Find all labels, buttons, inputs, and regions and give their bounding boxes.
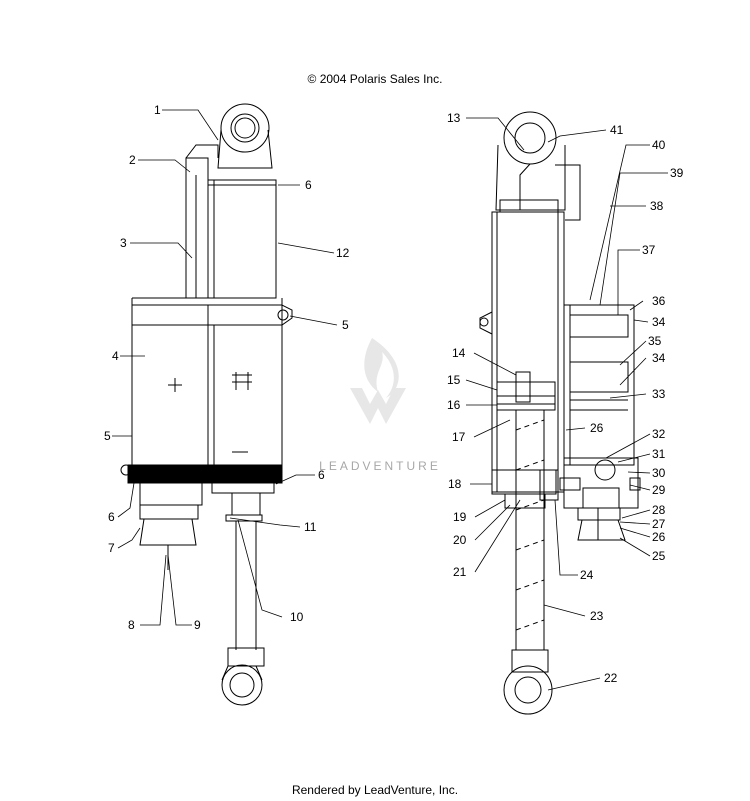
watermark: LEADVENTURE	[319, 338, 441, 473]
callout-20: 20	[453, 533, 467, 547]
leader-lines	[112, 109, 668, 691]
callout-1: 1	[154, 103, 161, 117]
callout-25: 25	[652, 549, 666, 563]
callout-34-mid: 34	[652, 351, 666, 365]
callout-30: 30	[652, 466, 666, 480]
callout-6-top: 6	[305, 178, 312, 192]
callout-5-left: 5	[104, 429, 111, 443]
footer-credit: Rendered by LeadVenture, Inc.	[291, 783, 459, 797]
callout-21: 21	[453, 565, 467, 579]
callout-13: 13	[447, 111, 461, 125]
callout-27: 27	[652, 517, 666, 531]
callout-28: 28	[652, 503, 666, 517]
callout-22: 22	[604, 671, 618, 685]
callout-8: 8	[128, 618, 135, 632]
callout-29: 29	[652, 483, 666, 497]
callout-38: 38	[650, 199, 664, 213]
left-shock-assembly	[120, 103, 293, 706]
callout-9: 9	[194, 618, 201, 632]
callout-4: 4	[112, 349, 119, 363]
callout-36: 36	[652, 294, 666, 308]
callout-24: 24	[580, 568, 594, 582]
callout-19: 19	[453, 510, 467, 524]
callout-2: 2	[129, 153, 136, 167]
callout-18: 18	[448, 477, 462, 491]
callout-10: 10	[290, 610, 304, 624]
copyright-notice: © 2004 Polaris Sales Inc.	[307, 72, 443, 86]
callout-41: 41	[610, 123, 624, 137]
callout-16: 16	[447, 398, 461, 412]
callout-31: 31	[652, 447, 666, 461]
watermark-text: LEADVENTURE	[319, 459, 441, 473]
callout-17: 17	[452, 430, 466, 444]
callout-11: 11	[304, 520, 317, 534]
callout-23: 23	[590, 609, 604, 623]
callout-6-mid: 6	[318, 468, 325, 482]
callout-labels: 1 2 3 4 5 6 7 8 9 10 11 12 6 5 6 13 41 4…	[104, 103, 684, 685]
callout-6-lower: 6	[108, 510, 115, 524]
right-shock-assembly	[479, 111, 641, 715]
callout-14: 14	[452, 346, 466, 360]
callout-12: 12	[336, 246, 350, 260]
callout-34-top: 34	[652, 315, 666, 329]
callout-7: 7	[108, 541, 115, 555]
callout-26-mid: 26	[590, 421, 604, 435]
callout-40: 40	[652, 138, 666, 152]
callout-26-low: 26	[652, 530, 666, 544]
callout-32: 32	[652, 427, 666, 441]
callout-39: 39	[670, 166, 684, 180]
callout-35: 35	[648, 334, 662, 348]
callout-5-right: 5	[342, 318, 349, 332]
callout-33: 33	[652, 387, 666, 401]
callout-37: 37	[642, 243, 656, 257]
callout-15: 15	[447, 373, 461, 387]
callout-3: 3	[120, 236, 127, 250]
